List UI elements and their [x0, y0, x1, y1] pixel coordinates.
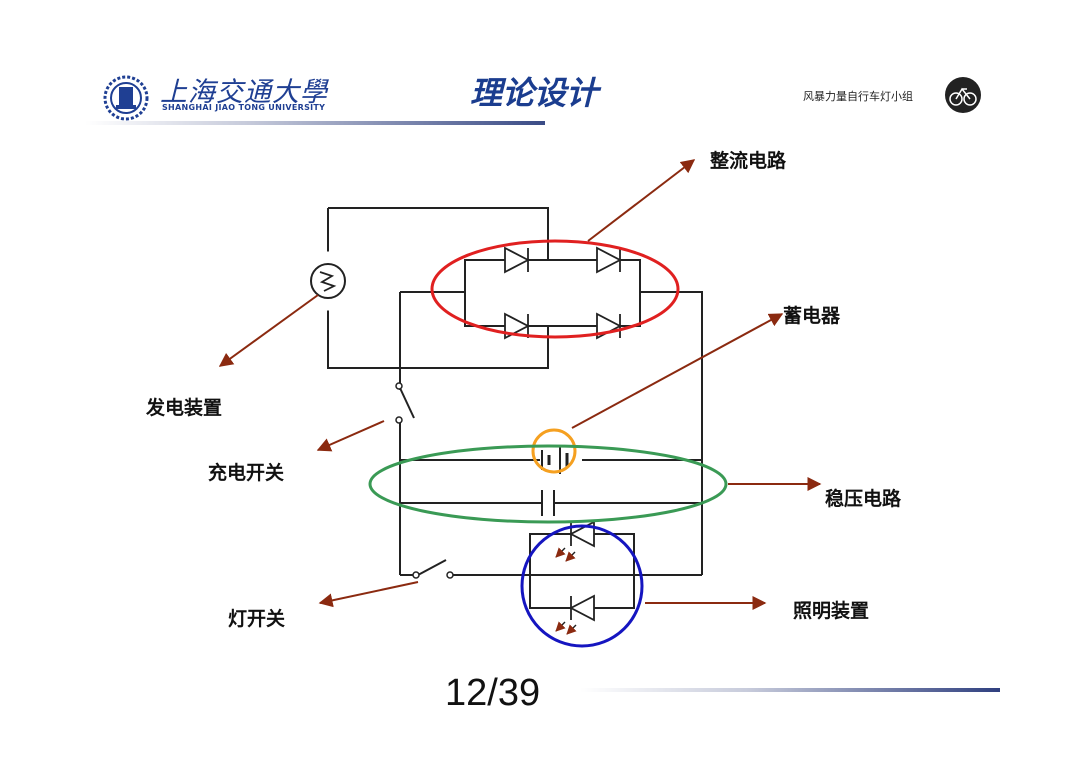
charge-switch-blade — [399, 387, 415, 419]
regulator-highlight — [368, 444, 728, 524]
arrow-lamp-switch — [318, 581, 419, 608]
group-logo-icon — [945, 77, 981, 113]
label-regulator: 稳压电路 — [825, 488, 902, 510]
battery-highlight — [531, 428, 577, 474]
label-charge-switch: 充电开关 — [208, 462, 285, 484]
wire-right-rail — [640, 291, 703, 575]
label-lighting: 照明装置 — [793, 600, 870, 622]
header-divider — [85, 121, 545, 125]
label-generator: 发电装置 — [146, 397, 223, 419]
slide-title: 理论设计 — [470, 74, 599, 112]
lamp-switch-blade — [417, 559, 447, 576]
diode-top-left — [504, 246, 530, 274]
university-name-cn: 上海交通大學 — [160, 77, 328, 108]
capacitor-icon — [541, 490, 555, 516]
label-lamp-switch: 灯开关 — [228, 608, 286, 630]
bridge-rect — [464, 259, 641, 327]
arrow-generator — [218, 294, 319, 367]
university-name-en: SHANGHAI JIAO TONG UNIVERSITY — [162, 103, 326, 112]
diode-bottom-left — [504, 312, 530, 340]
lighting-highlight — [520, 524, 644, 648]
wire-top — [328, 207, 549, 242]
label-rectifier: 整流电路 — [710, 150, 787, 172]
footer-divider — [580, 688, 1000, 692]
charge-switch-contact-top — [395, 382, 403, 390]
page-number: 12/39 — [445, 672, 541, 714]
diode-top-right — [596, 246, 622, 274]
led-branch-rect — [529, 533, 635, 609]
wire-generator-loop — [327, 208, 549, 369]
led-top — [569, 520, 595, 548]
lamp-switch-contact-left — [412, 571, 420, 579]
generator-icon — [310, 251, 346, 311]
rectifier-highlight — [430, 239, 680, 339]
label-battery: 蓄电器 — [783, 305, 841, 327]
arrow-charge-switch — [316, 420, 385, 452]
arrow-battery — [571, 313, 784, 429]
group-name: 风暴力量自行车灯小组 — [803, 90, 913, 103]
led-bottom — [569, 594, 595, 622]
lamp-switch-contact-right — [446, 571, 454, 579]
university-logo-icon — [103, 75, 149, 121]
arrow-rectifier — [587, 159, 696, 242]
charge-switch-contact-bottom — [395, 416, 403, 424]
